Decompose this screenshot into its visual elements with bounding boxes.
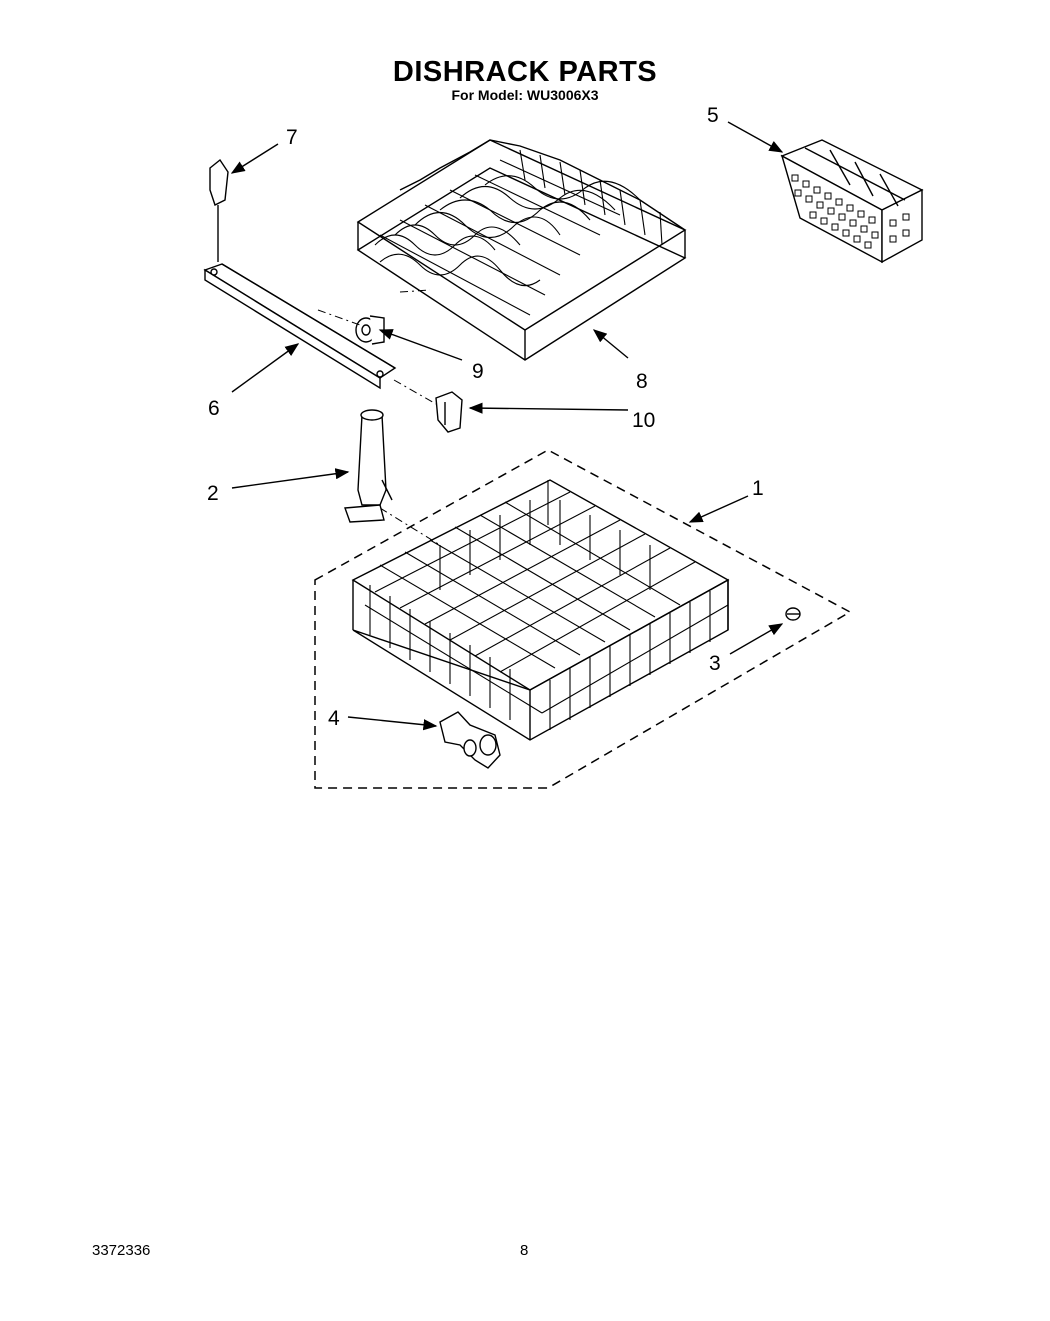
callout-8: 8 — [636, 370, 648, 393]
silverware-basket — [780, 139, 924, 264]
model-subtitle: For Model: WU3006X3 — [451, 87, 599, 103]
callout-9: 9 — [472, 360, 484, 383]
page-number: 8 — [520, 1242, 529, 1259]
callout-10: 10 — [632, 409, 655, 432]
document-number: 3372336 — [92, 1242, 151, 1259]
rack-roller — [355, 315, 385, 345]
lower-roller — [439, 711, 501, 769]
rack-stud — [785, 607, 801, 621]
spray-tube — [344, 409, 393, 523]
rail-end-clip — [209, 158, 229, 262]
callout-1: 1 — [752, 477, 764, 500]
callout-3: 3 — [709, 652, 721, 675]
callout-4: 4 — [328, 707, 340, 730]
callout-5: 5 — [707, 104, 719, 127]
page-title: DISHRACK PARTS — [392, 56, 658, 88]
callout-7: 7 — [286, 126, 298, 149]
lower-rack — [351, 479, 730, 741]
lower-assembly-outline — [314, 449, 852, 789]
rail-stop — [435, 391, 463, 433]
callout-2: 2 — [207, 482, 219, 505]
upper-rack — [356, 139, 687, 361]
rack-rail — [203, 263, 397, 390]
callout-6: 6 — [208, 397, 220, 420]
